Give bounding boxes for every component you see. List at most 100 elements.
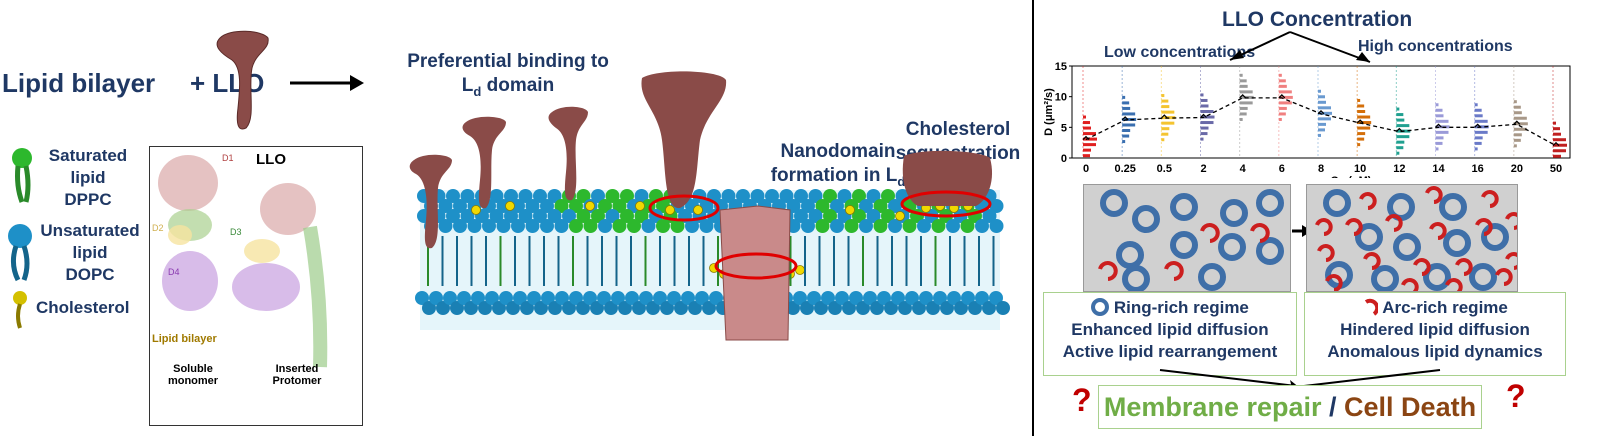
histogram-bin [1513,144,1517,148]
lipid-head [634,209,649,223]
histogram-bin [1513,105,1521,109]
histogram-bin [1083,115,1086,119]
histogram-bin [1200,121,1214,125]
lipid-head [471,291,485,305]
histogram-bin [1161,121,1175,125]
lipid-head [670,219,685,233]
domain-label-d2: D2 [152,223,164,233]
lipid-head [996,301,1010,315]
histogram-bin [1239,112,1247,116]
ring-pore [1122,265,1150,293]
lipid-heads-top [417,189,1004,279]
ring-pore [1443,229,1471,257]
ring-pore [1323,189,1351,217]
histogram-bin [1513,133,1522,137]
lipid-tails [427,236,995,286]
mean-marker [1513,120,1521,125]
lipid-head [919,291,933,305]
lipid-head [905,291,919,305]
lipid-head [750,189,765,203]
lipid-head [884,301,898,315]
histogram-bin [1553,138,1566,142]
ld-l: formation in L [770,165,898,186]
histogram-bin [1200,132,1208,136]
lipid-head [823,209,837,223]
lipid-head [612,219,627,233]
histogram-bin [1396,124,1410,128]
red-highlight-ring [714,252,798,280]
histogram-bin [1357,110,1366,113]
histogram-bin [1513,111,1522,115]
lipid-head [562,209,576,223]
lipid-head [438,199,453,213]
ld-domain: domain [481,75,555,96]
lipid-head [541,291,555,305]
llo-bound-monomer [409,154,452,249]
lipid-head [975,291,989,305]
saturated-lipid-label: Saturated lipid DPPC [38,145,138,211]
arc-pore [1481,190,1499,208]
arc-pore [1200,223,1220,243]
histogram-bin [1200,98,1208,102]
arc-icon [1365,298,1380,316]
label-line: formation in Ld [758,164,918,194]
histogram-bin [1318,95,1325,99]
lipid-head [912,301,926,315]
mean-marker [1200,113,1207,118]
lipid-head [898,301,912,315]
panel-divider [1032,0,1034,436]
lipid-head [446,209,460,223]
lipid-head [808,209,823,223]
histogram-bin [1278,117,1282,121]
arc-pore [1505,212,1523,230]
lipid-head [863,291,877,305]
x-tick-label: 4 [1240,163,1247,175]
x-tick-label: 20 [1511,163,1523,175]
lipid-head [460,209,475,223]
histogram-bin [1200,93,1204,97]
lipid-head [954,301,968,315]
histogram-bin [1396,113,1404,117]
histogram-bin [1200,115,1215,119]
lipid-head [605,189,620,203]
lipid-head [688,301,702,315]
lipid-head [576,189,591,203]
plot-frame [1071,65,1571,159]
histogram-bin [1161,110,1175,114]
lipid-head [842,301,856,315]
lipid-head [620,209,634,223]
soluble-monomer-label: Soluble monomer [158,363,228,387]
arc-pore [1363,252,1381,270]
lipid-head [450,301,464,315]
lipid-head [555,291,569,305]
lipid-head [533,209,547,223]
mean-marker [1317,109,1325,115]
regime-title: Arc-rich regime [1382,298,1508,317]
ring-pore [1393,233,1421,261]
lipid-head [881,189,895,203]
lipid-head [844,219,859,233]
lipid-head [765,189,779,203]
mean-marker [1395,127,1403,133]
histogram-bin [1474,130,1488,134]
regime-title-line: Arc-rich regime [1305,297,1565,319]
arc-pore [1445,278,1463,296]
lipid-head [968,301,982,315]
histogram-bin [1396,107,1400,111]
histogram-bin [1161,99,1169,103]
lipid-head [547,189,562,203]
histogram-bin [1278,106,1287,110]
arc-rich-panel [1306,184,1523,296]
histogram-bin [1357,104,1365,108]
histogram-bin [1357,137,1365,141]
histogram-bin [1435,136,1444,140]
title-text: LLO Concentration [1222,8,1413,31]
domain-label-d4: D4 [168,267,180,277]
arc-pore [1455,258,1473,276]
y-axis-label: D (μm²/s) [1043,88,1055,136]
red-highlight-ring [648,194,720,222]
histogram-bin [1357,98,1361,102]
lipid-head [902,219,917,233]
lipid-head [917,219,931,233]
mean-line [1085,97,1557,147]
